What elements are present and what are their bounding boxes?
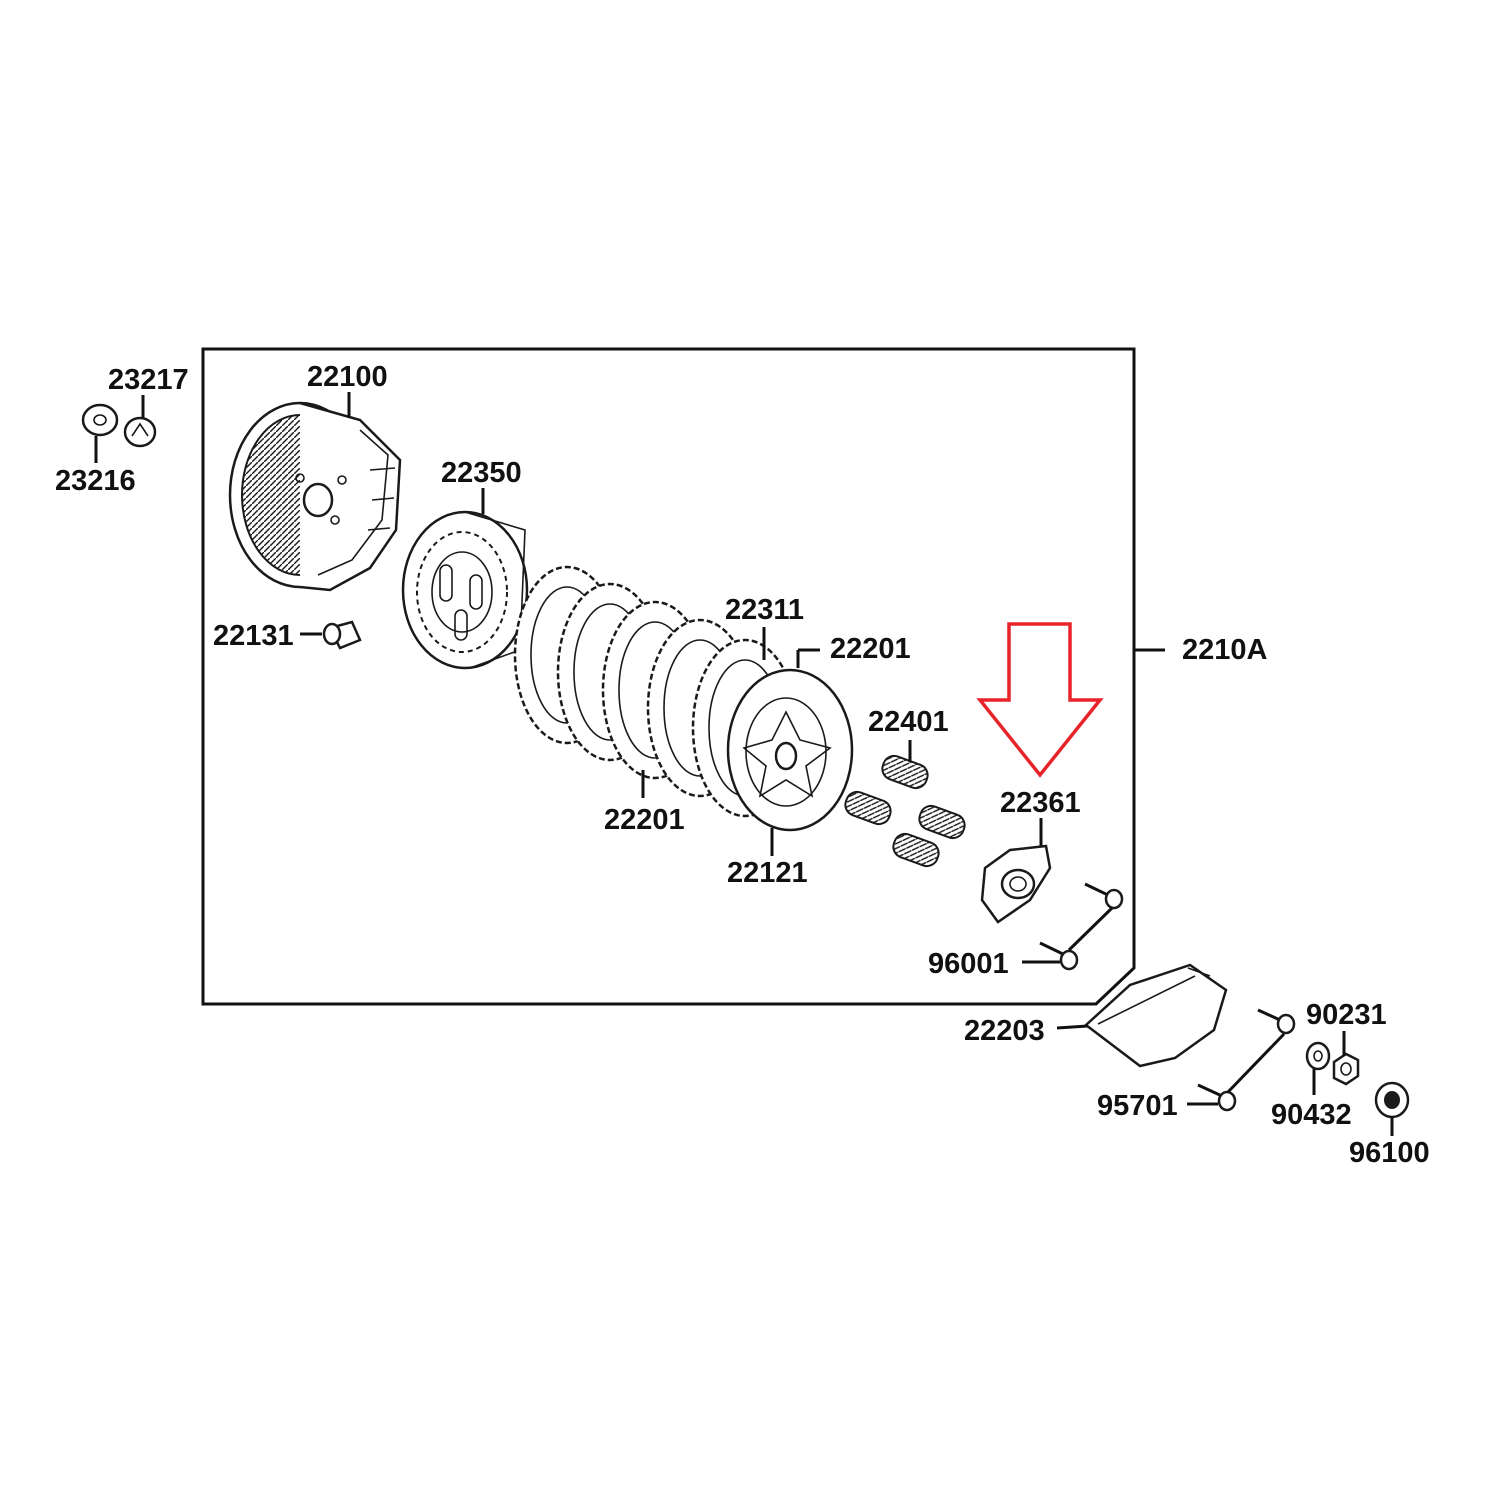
leader-96001-link [1067, 906, 1114, 952]
label-2210A: 2210A [1182, 634, 1268, 666]
label-22201-top: 22201 [830, 633, 911, 665]
washer-23216 [81, 403, 119, 437]
spring [881, 754, 929, 790]
label-22350: 22350 [441, 457, 522, 489]
leader-22203 [1056, 1024, 1089, 1030]
label-22100: 22100 [307, 361, 388, 393]
highlight-arrow [976, 622, 1104, 778]
label-23217: 23217 [108, 364, 189, 396]
bolt-96001 [1039, 882, 1124, 971]
bolt-95701 [1197, 1008, 1296, 1112]
label-90231: 90231 [1306, 999, 1387, 1031]
label-23216: 23216 [55, 465, 136, 497]
label-95701: 95701 [1097, 1090, 1178, 1122]
leader-95701-link [1226, 1032, 1286, 1094]
label-22203: 22203 [964, 1015, 1045, 1047]
clutch-springs-22401 [844, 754, 966, 868]
washer-23217 [123, 416, 157, 448]
label-96100: 96100 [1349, 1137, 1430, 1169]
label-22121: 22121 [727, 857, 808, 889]
bushing-22131 [322, 620, 362, 650]
nut-90231 [1332, 1052, 1360, 1086]
spring [918, 804, 966, 840]
label-22361: 22361 [1000, 787, 1081, 819]
lifter-plate-22361 [980, 844, 1052, 924]
label-22311: 22311 [725, 594, 804, 626]
clutch-center-22350 [401, 510, 529, 670]
assembly-boundary [201, 347, 1136, 1006]
label-22131: 22131 [213, 620, 294, 652]
bearing-96100 [1374, 1081, 1410, 1119]
label-90432: 90432 [1271, 1099, 1352, 1131]
label-96001: 96001 [928, 948, 1009, 980]
washer-90432 [1305, 1041, 1331, 1071]
clutch-housing-22100 [228, 401, 402, 592]
label-22401: 22401 [868, 706, 949, 738]
spring [844, 790, 892, 826]
pressure-plate-22121 [726, 668, 854, 832]
label-22201-bottom: 22201 [604, 804, 685, 836]
spring [892, 832, 940, 868]
cover-22203 [1084, 963, 1228, 1068]
